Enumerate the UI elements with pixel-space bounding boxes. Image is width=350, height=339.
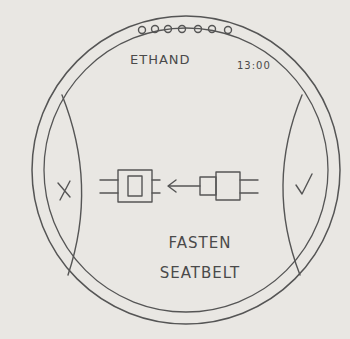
right-panel-arc (283, 95, 302, 275)
cross-mark (58, 181, 70, 200)
round-display: ETHAND 13:00FASTEN SEATBELT (30, 14, 342, 326)
warning-text: FASTEN SEATBELT (141, 228, 259, 288)
seatbelt-buckle-icon (100, 170, 258, 202)
check-mark (296, 174, 312, 194)
status-text: ETHAND (130, 52, 191, 68)
inner-rim (44, 28, 328, 312)
outer-rim (32, 16, 340, 324)
status-text: 13:00 (237, 60, 271, 72)
left-panel-arc (62, 95, 82, 275)
